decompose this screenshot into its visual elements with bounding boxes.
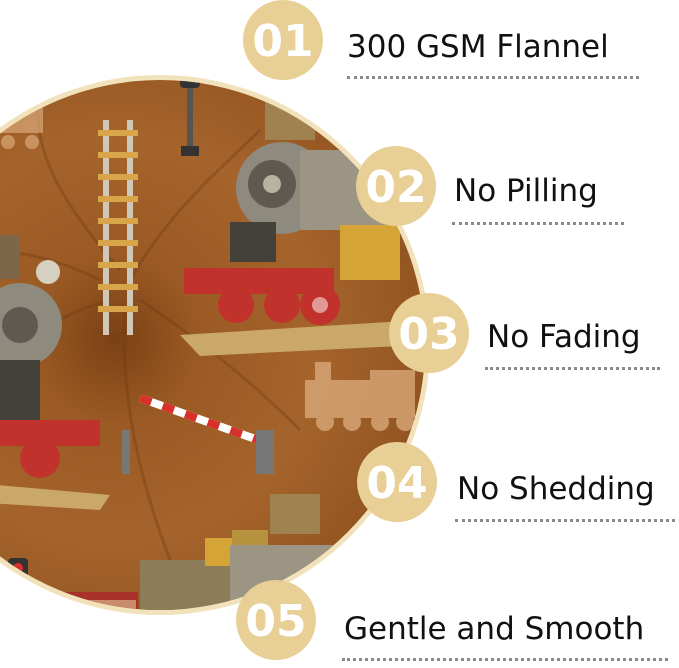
steam-locomotive-icon — [180, 82, 420, 356]
crossing-barrier-icon — [122, 394, 274, 474]
feature-badge-04: 04 — [357, 442, 437, 522]
feature-badge-05: 05 — [236, 580, 316, 660]
feature-number-02: 02 — [365, 162, 426, 213]
feature-badge-03: 03 — [389, 293, 469, 373]
feature-label-05: Gentle and Smooth — [344, 611, 645, 647]
dotted-underline — [342, 658, 668, 661]
feature-badge-01: 01 — [243, 0, 323, 80]
feature-label-03: No Fading — [487, 319, 641, 355]
dotted-underline — [347, 76, 639, 79]
feature-number-05: 05 — [245, 596, 306, 647]
traffic-signal-icon — [180, 80, 200, 156]
feature-badge-02: 02 — [356, 146, 436, 226]
dotted-underline — [485, 367, 660, 370]
feature-label-01: 300 GSM Flannel — [347, 29, 609, 65]
feature-label-04: No Shedding — [457, 471, 655, 507]
feature-number-01: 01 — [252, 16, 313, 67]
dotted-underline — [455, 519, 675, 522]
feature-label-02: No Pilling — [454, 173, 598, 209]
feature-number-04: 04 — [366, 458, 427, 509]
steam-locomotive-icon — [0, 235, 110, 510]
locomotive-fragment-icon — [10, 28, 150, 78]
train-silhouette-icon — [305, 362, 415, 431]
feature-number-03: 03 — [398, 309, 459, 360]
blanket-fabric — [0, 28, 425, 610]
railroad-track-icon — [98, 120, 138, 335]
dotted-underline — [452, 222, 624, 225]
